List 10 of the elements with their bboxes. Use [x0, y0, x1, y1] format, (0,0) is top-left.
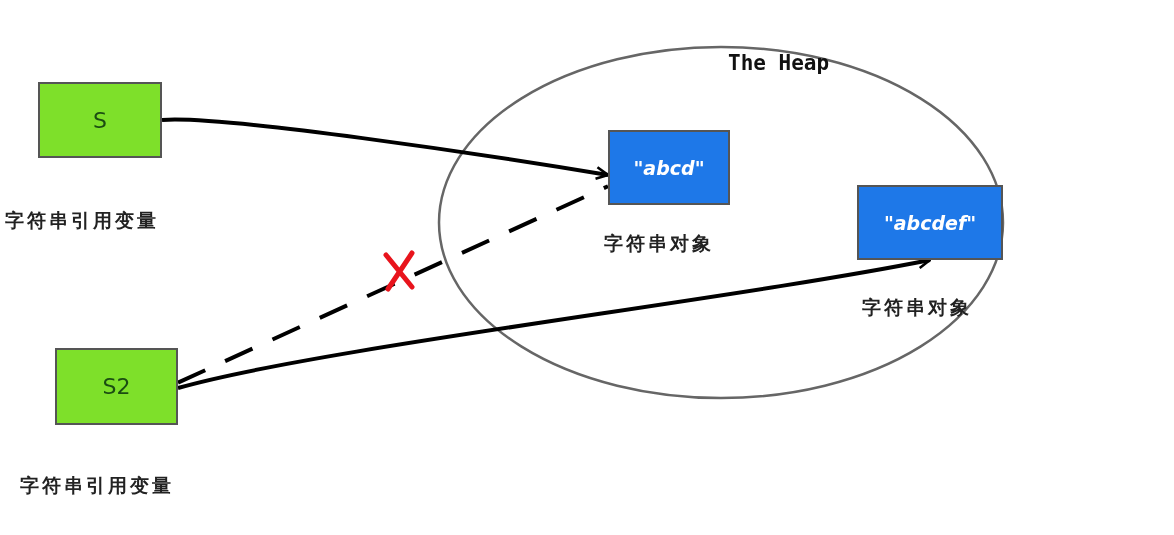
heap-title: The Heap: [728, 51, 830, 75]
variable-box: S2: [55, 348, 178, 425]
string-object-box: "abcdef": [857, 185, 1003, 260]
node-label: 字符串对象: [862, 295, 972, 320]
node-label: 字符串对象: [604, 231, 714, 256]
node-label: 字符串引用变量: [5, 208, 159, 233]
variable-box: S: [38, 82, 162, 158]
string-object-box: "abcd": [608, 130, 730, 205]
arrow: [161, 117, 610, 181]
node-label: 字符串引用变量: [20, 473, 174, 498]
